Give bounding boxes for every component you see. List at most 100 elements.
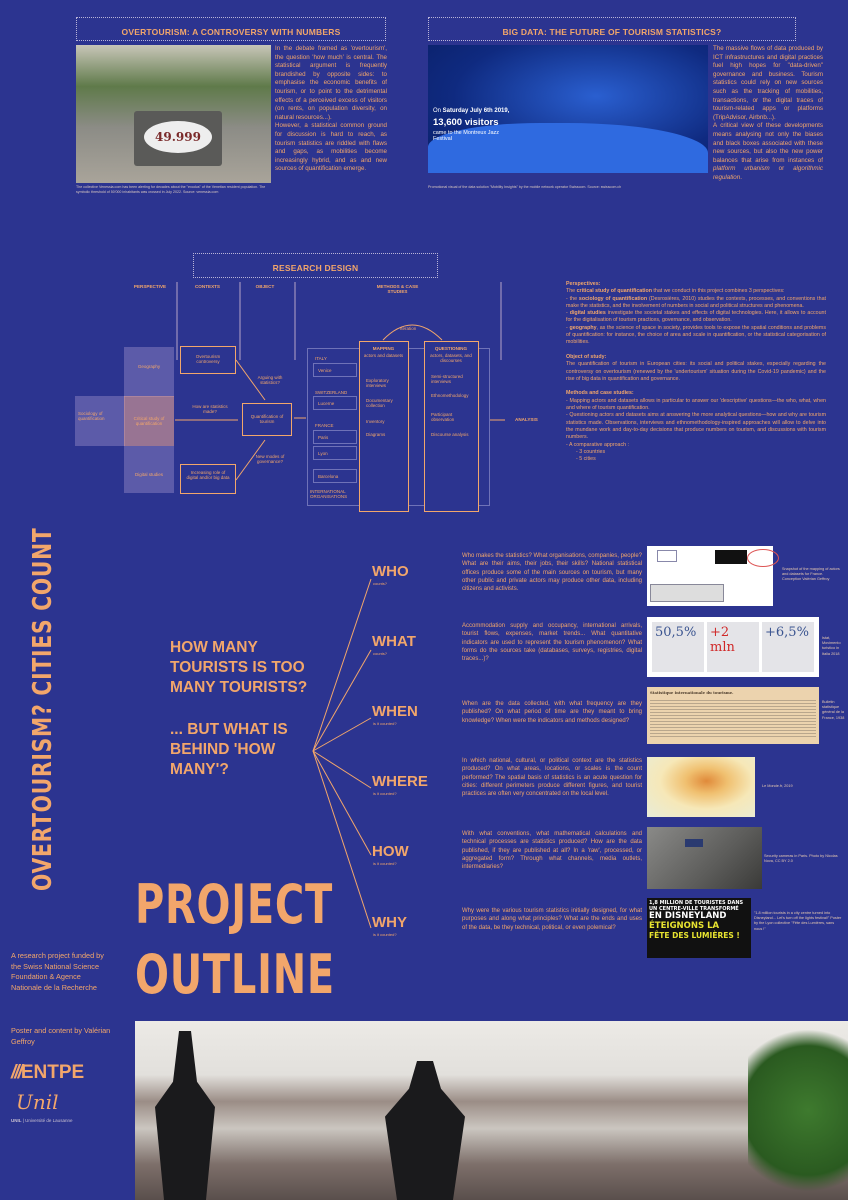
swisscom-visual: On Saturday July 6th 2019, 13,600 visito…	[428, 45, 708, 173]
question-branches	[312, 578, 372, 929]
questioning-sub: actors, datasets, and discourses	[430, 353, 472, 363]
text-end: .	[740, 173, 742, 181]
question-sub: is it counted?	[373, 932, 397, 937]
city-lyon: Lyon	[313, 446, 357, 460]
object-box: Quantification of tourism	[242, 403, 292, 436]
perspective-geography	[124, 347, 174, 397]
poster-line: EN DISNEYLAND	[649, 911, 727, 921]
mapping-sub: actors and datasets	[363, 353, 404, 358]
visual-sub: came to the Montreux Jazz Festival	[433, 130, 500, 142]
research-design-header: RESEARCH DESIGN	[193, 253, 438, 278]
arrow-label: Arguing with statistics?	[257, 375, 283, 385]
big-data-header: BIG DATA: THE FUTURE OF TOURISM STATISTI…	[428, 17, 796, 41]
question-text: Who makes the statistics? What organisat…	[462, 553, 642, 593]
question-caption: Snapshot of the mapping of actors and da…	[782, 567, 840, 582]
questioning-item: Participant observation	[431, 412, 455, 422]
funding-text: A research project funded by the Swiss N…	[11, 951, 104, 992]
label-geography: Geography	[137, 364, 161, 369]
overtourism-header: OVERTOURISM: A CONTROVERSY WITH NUMBERS	[76, 17, 386, 41]
poster-line: UN CENTRE-VILLE TRANSFORMÉ	[649, 906, 739, 912]
central-question-1: HOW MANY TOURISTS IS TOO MANY TOURISTS?	[170, 639, 308, 696]
question-caption: Istat, Movimento turistico in Italia 201…	[822, 636, 841, 656]
actor-mapping-image	[647, 546, 779, 606]
mapping-item: Diagrams	[366, 432, 386, 437]
city-label: Barcelona	[318, 474, 339, 479]
questioning-box: QUESTIONING actors, datasets, and discou…	[424, 341, 479, 512]
questioning-item: Discourse analysis	[431, 432, 469, 437]
text-2: However, a statistical common ground for…	[275, 122, 387, 173]
central-question-2: ... BUT WHAT IS BEHIND 'HOW MANY'?	[170, 721, 288, 778]
question-caption: "1.8 million tourists in a city centre t…	[754, 911, 842, 931]
questioning-item: Semi-structured interviews	[431, 374, 463, 384]
perspectives-heading: Perspectives:	[566, 281, 601, 287]
city-label: Lyon	[318, 451, 328, 456]
title-line: PROJECT	[135, 873, 333, 936]
project-description: Perspectives: The critical study of quan…	[566, 281, 827, 463]
stat-value: +6,5%	[762, 622, 814, 672]
label-sociology: Sociology of quantification	[78, 411, 105, 421]
question-word: WHY	[372, 914, 407, 931]
tree	[748, 1021, 848, 1200]
paris-heatmap-image	[647, 757, 755, 817]
country-italy: ITALY	[315, 356, 327, 361]
context-label: Overtourism controversy	[195, 354, 221, 364]
question-text: With what conventions, what mathematical…	[462, 831, 642, 871]
question-sub: is it counted?	[373, 861, 397, 866]
object-heading: Object of study:	[566, 353, 607, 360]
poster-line: FÊTE DES LUMIÈRES !	[649, 931, 740, 940]
country-switzerland: SWITZERLAND	[315, 390, 348, 395]
unil-subtitle: UNIL | Université de Lausanne	[11, 1118, 73, 1123]
perspective-sociology	[75, 396, 125, 446]
visual-date: On Saturday July 6th 2019,	[433, 108, 510, 114]
stat-value: +2 mln	[707, 622, 759, 672]
diagram-lines	[175, 282, 505, 481]
lamp-post-right	[385, 1061, 465, 1200]
title-line: OUTLINE	[135, 943, 335, 1006]
city-label: Paris	[318, 435, 329, 440]
col-methods: METHODS & CASE STUDIES	[376, 284, 419, 294]
analysis-label: ANALYSIS	[515, 417, 538, 422]
big-data-text: The massive flows of data produced by IC…	[713, 45, 823, 183]
bulletin-document-image: Statistique internationale du tourisme.	[647, 687, 819, 744]
unil-logo: Unil	[16, 1090, 59, 1114]
project-outline-title: PROJECT OUTLINE	[135, 870, 335, 1010]
questioning-item: Ethnomethodology	[431, 393, 469, 398]
context-label: Increasing role of digital and/or big da…	[186, 470, 230, 480]
iteration-label: Iteration	[400, 326, 417, 331]
text-1: The massive flows of data produced by IC…	[713, 45, 823, 121]
em-2: algorithmic regulation	[713, 165, 823, 181]
city-venice: Venice	[313, 363, 357, 377]
question-word: WHEN	[372, 703, 418, 720]
protest-poster-image: 1,8 MILLION DE TOURISTES DANS UN CENTRE-…	[647, 898, 751, 958]
question-sub: is it counted?	[373, 721, 397, 726]
text-1: In the debate framed as 'overtourism', t…	[275, 45, 387, 121]
arrow-label: How are statistics made?	[192, 404, 228, 414]
question-sub: is it counted?	[373, 791, 397, 796]
lamp-post-left	[155, 1031, 215, 1200]
venice-activists-photo: 49.999	[76, 45, 271, 183]
question-text: Accommodation supply and occupancy, inte…	[462, 623, 642, 663]
object-label: Quantification of tourism	[250, 414, 284, 424]
label-critical: Critical study of quantification	[133, 416, 165, 426]
city-label: Lucerne	[318, 401, 335, 406]
questioning-title: QUESTIONING	[434, 346, 468, 351]
text-2: A critical view of these developments me…	[713, 122, 823, 164]
intl-orgs: INTERNATIONAL ORGANISATIONS	[310, 489, 348, 499]
stat-value: 50,5%	[652, 622, 704, 672]
photo-caption: The collective Venessia.com has been ale…	[76, 185, 266, 194]
poster-line: 1,8 MILLION DE TOURISTES DANS	[649, 900, 744, 906]
city-paris: Paris	[313, 430, 357, 444]
visual-count: 13,600 visitors	[433, 117, 499, 128]
context-digital: Increasing role of digital and/or big da…	[180, 464, 236, 494]
question-caption: Security cameras in Paris. Photo by Nico…	[764, 854, 838, 864]
visual-caption: Promotional visual of the data solution …	[428, 185, 622, 189]
map-land	[428, 123, 708, 173]
mapping-item: Documentary collection	[366, 398, 393, 408]
question-word: WHO	[372, 563, 409, 580]
mapping-title: MAPPING	[372, 346, 395, 351]
text-mid: or	[769, 165, 794, 173]
context-overtourism: Overtourism controversy	[180, 346, 236, 374]
methods-heading: Methods and case studies:	[566, 390, 634, 397]
label-digital: Digital studies	[134, 472, 163, 477]
question-caption: Le Monde.fr, 2019	[762, 784, 793, 788]
